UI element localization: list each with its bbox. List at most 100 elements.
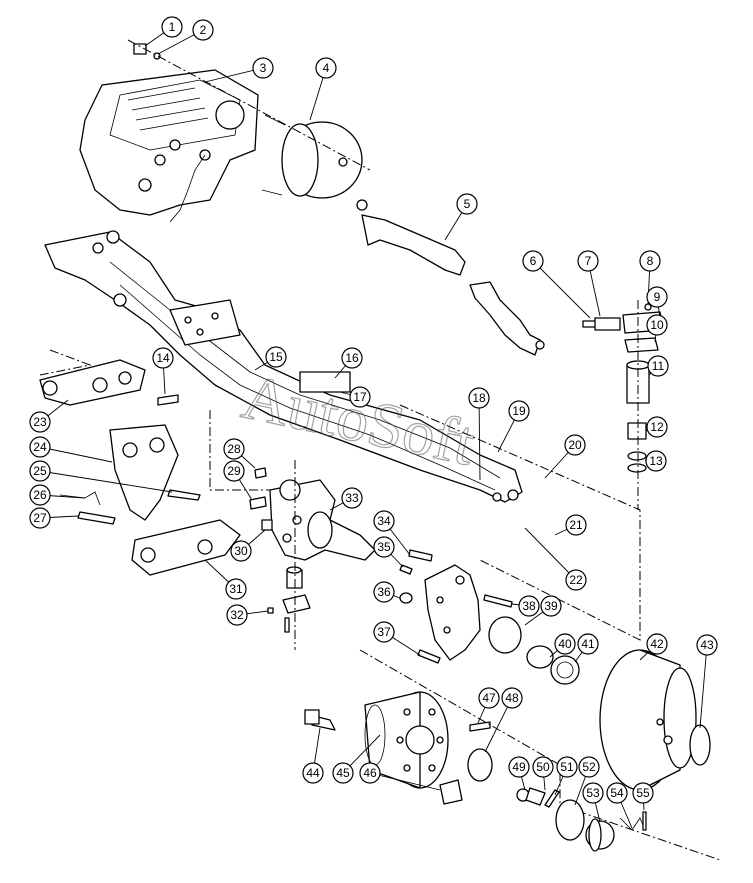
callout-circle: [532, 756, 554, 778]
callout-15: 15: [254, 346, 287, 371]
callout-11: 11: [647, 355, 669, 377]
callout-number: 49: [512, 760, 526, 774]
callout-number: 11: [652, 359, 665, 373]
callout-3: 3: [204, 57, 274, 83]
callout-52: 52: [574, 756, 600, 806]
callout-46: 46: [359, 762, 441, 791]
callout-number: 9: [654, 290, 661, 304]
callout-number: 42: [650, 637, 664, 651]
callout-42: 42: [639, 633, 668, 661]
callout-circle: [29, 411, 51, 433]
callout-circle: [29, 460, 51, 482]
callout-leader: [478, 397, 481, 481]
callout-4: 4: [309, 57, 337, 121]
callout-45: 45: [332, 734, 381, 784]
callout-circle: [508, 756, 530, 778]
callout-circle: [606, 782, 628, 804]
callout-circle: [152, 347, 174, 369]
callout-number: 28: [227, 442, 241, 456]
callout-number: 40: [558, 637, 572, 651]
callout-circle: [639, 250, 661, 272]
callout-number: 1: [169, 20, 176, 34]
callout-5: 5: [444, 193, 478, 241]
callout-number: 6: [530, 254, 537, 268]
callout-circle: [646, 286, 668, 308]
callout-circle: [373, 536, 395, 558]
callout-circle: [349, 386, 371, 408]
callout-circle: [226, 604, 248, 626]
callout-1: 1: [144, 16, 183, 47]
callout-number: 30: [234, 544, 248, 558]
callout-number: 22: [569, 573, 583, 587]
callout-number: 39: [544, 599, 558, 613]
callout-27: 27: [29, 507, 79, 529]
callout-number: 5: [464, 197, 471, 211]
callout-circle: [373, 621, 395, 643]
callout-leader: [524, 527, 577, 581]
callout-16: 16: [334, 347, 363, 379]
callout-50: 50: [532, 756, 554, 791]
callout-26: 26: [29, 484, 86, 506]
callout-number: 36: [377, 585, 391, 599]
callout-number: 19: [512, 404, 526, 418]
callout-55: 55: [632, 782, 654, 811]
callout-number: 14: [156, 351, 170, 365]
callout-28: 28: [223, 438, 256, 469]
callout-circle: [646, 314, 668, 336]
callout-9: 9: [646, 286, 668, 319]
callout-number: 2: [200, 23, 207, 37]
callout-29: 29: [223, 460, 253, 501]
callout-circle: [501, 687, 523, 709]
callout-number: 21: [569, 518, 583, 532]
callout-number: 47: [482, 691, 496, 705]
callout-circle: [696, 634, 718, 656]
callout-44: 44: [302, 727, 324, 784]
callout-circle: [29, 507, 51, 529]
callout-circle: [577, 250, 599, 272]
callout-number: 48: [505, 691, 519, 705]
callout-48: 48: [484, 687, 523, 753]
callout-number: 29: [227, 464, 241, 478]
callout-leader: [532, 260, 591, 319]
callout-circle: [647, 355, 669, 377]
part-hub-cap-small-parts: [516, 787, 647, 852]
callout-17: 17: [339, 386, 371, 408]
callout-circle: [565, 569, 587, 591]
callout-circle: [478, 687, 500, 709]
callout-number: 50: [536, 760, 550, 774]
callout-32: 32: [226, 604, 269, 626]
callout-number: 55: [636, 786, 650, 800]
part-brake-backplate: [399, 549, 580, 685]
callout-25: 25: [29, 460, 173, 493]
callout-circle: [577, 633, 599, 655]
callout-leader: [369, 772, 441, 791]
part-brake-drum: [599, 649, 711, 791]
callout-circle: [645, 450, 667, 472]
callout-circle: [29, 484, 51, 506]
callout-34: 34: [373, 510, 411, 556]
callout-circle: [646, 633, 668, 655]
callout-number: 27: [33, 511, 47, 525]
callout-number: 45: [336, 766, 350, 780]
callout-circle: [223, 438, 245, 460]
callout-number: 54: [610, 786, 624, 800]
callout-2: 2: [157, 19, 214, 55]
callout-number: 43: [700, 638, 714, 652]
callout-circle: [252, 57, 274, 79]
callout-number: 44: [306, 766, 320, 780]
callout-53: 53: [582, 782, 604, 823]
callout-circle: [468, 387, 490, 409]
callout-circle: [632, 782, 654, 804]
callout-7: 7: [577, 250, 601, 317]
callout-21: 21: [554, 514, 587, 536]
callout-circle: [373, 581, 395, 603]
callout-14: 14: [152, 347, 174, 395]
callout-number: 4: [323, 61, 330, 75]
callout-circle: [540, 595, 562, 617]
callout-circle: [373, 510, 395, 532]
callout-40: 40: [549, 633, 576, 658]
callout-number: 23: [33, 415, 47, 429]
callout-24: 24: [29, 436, 113, 463]
callout-leader: [699, 644, 708, 729]
